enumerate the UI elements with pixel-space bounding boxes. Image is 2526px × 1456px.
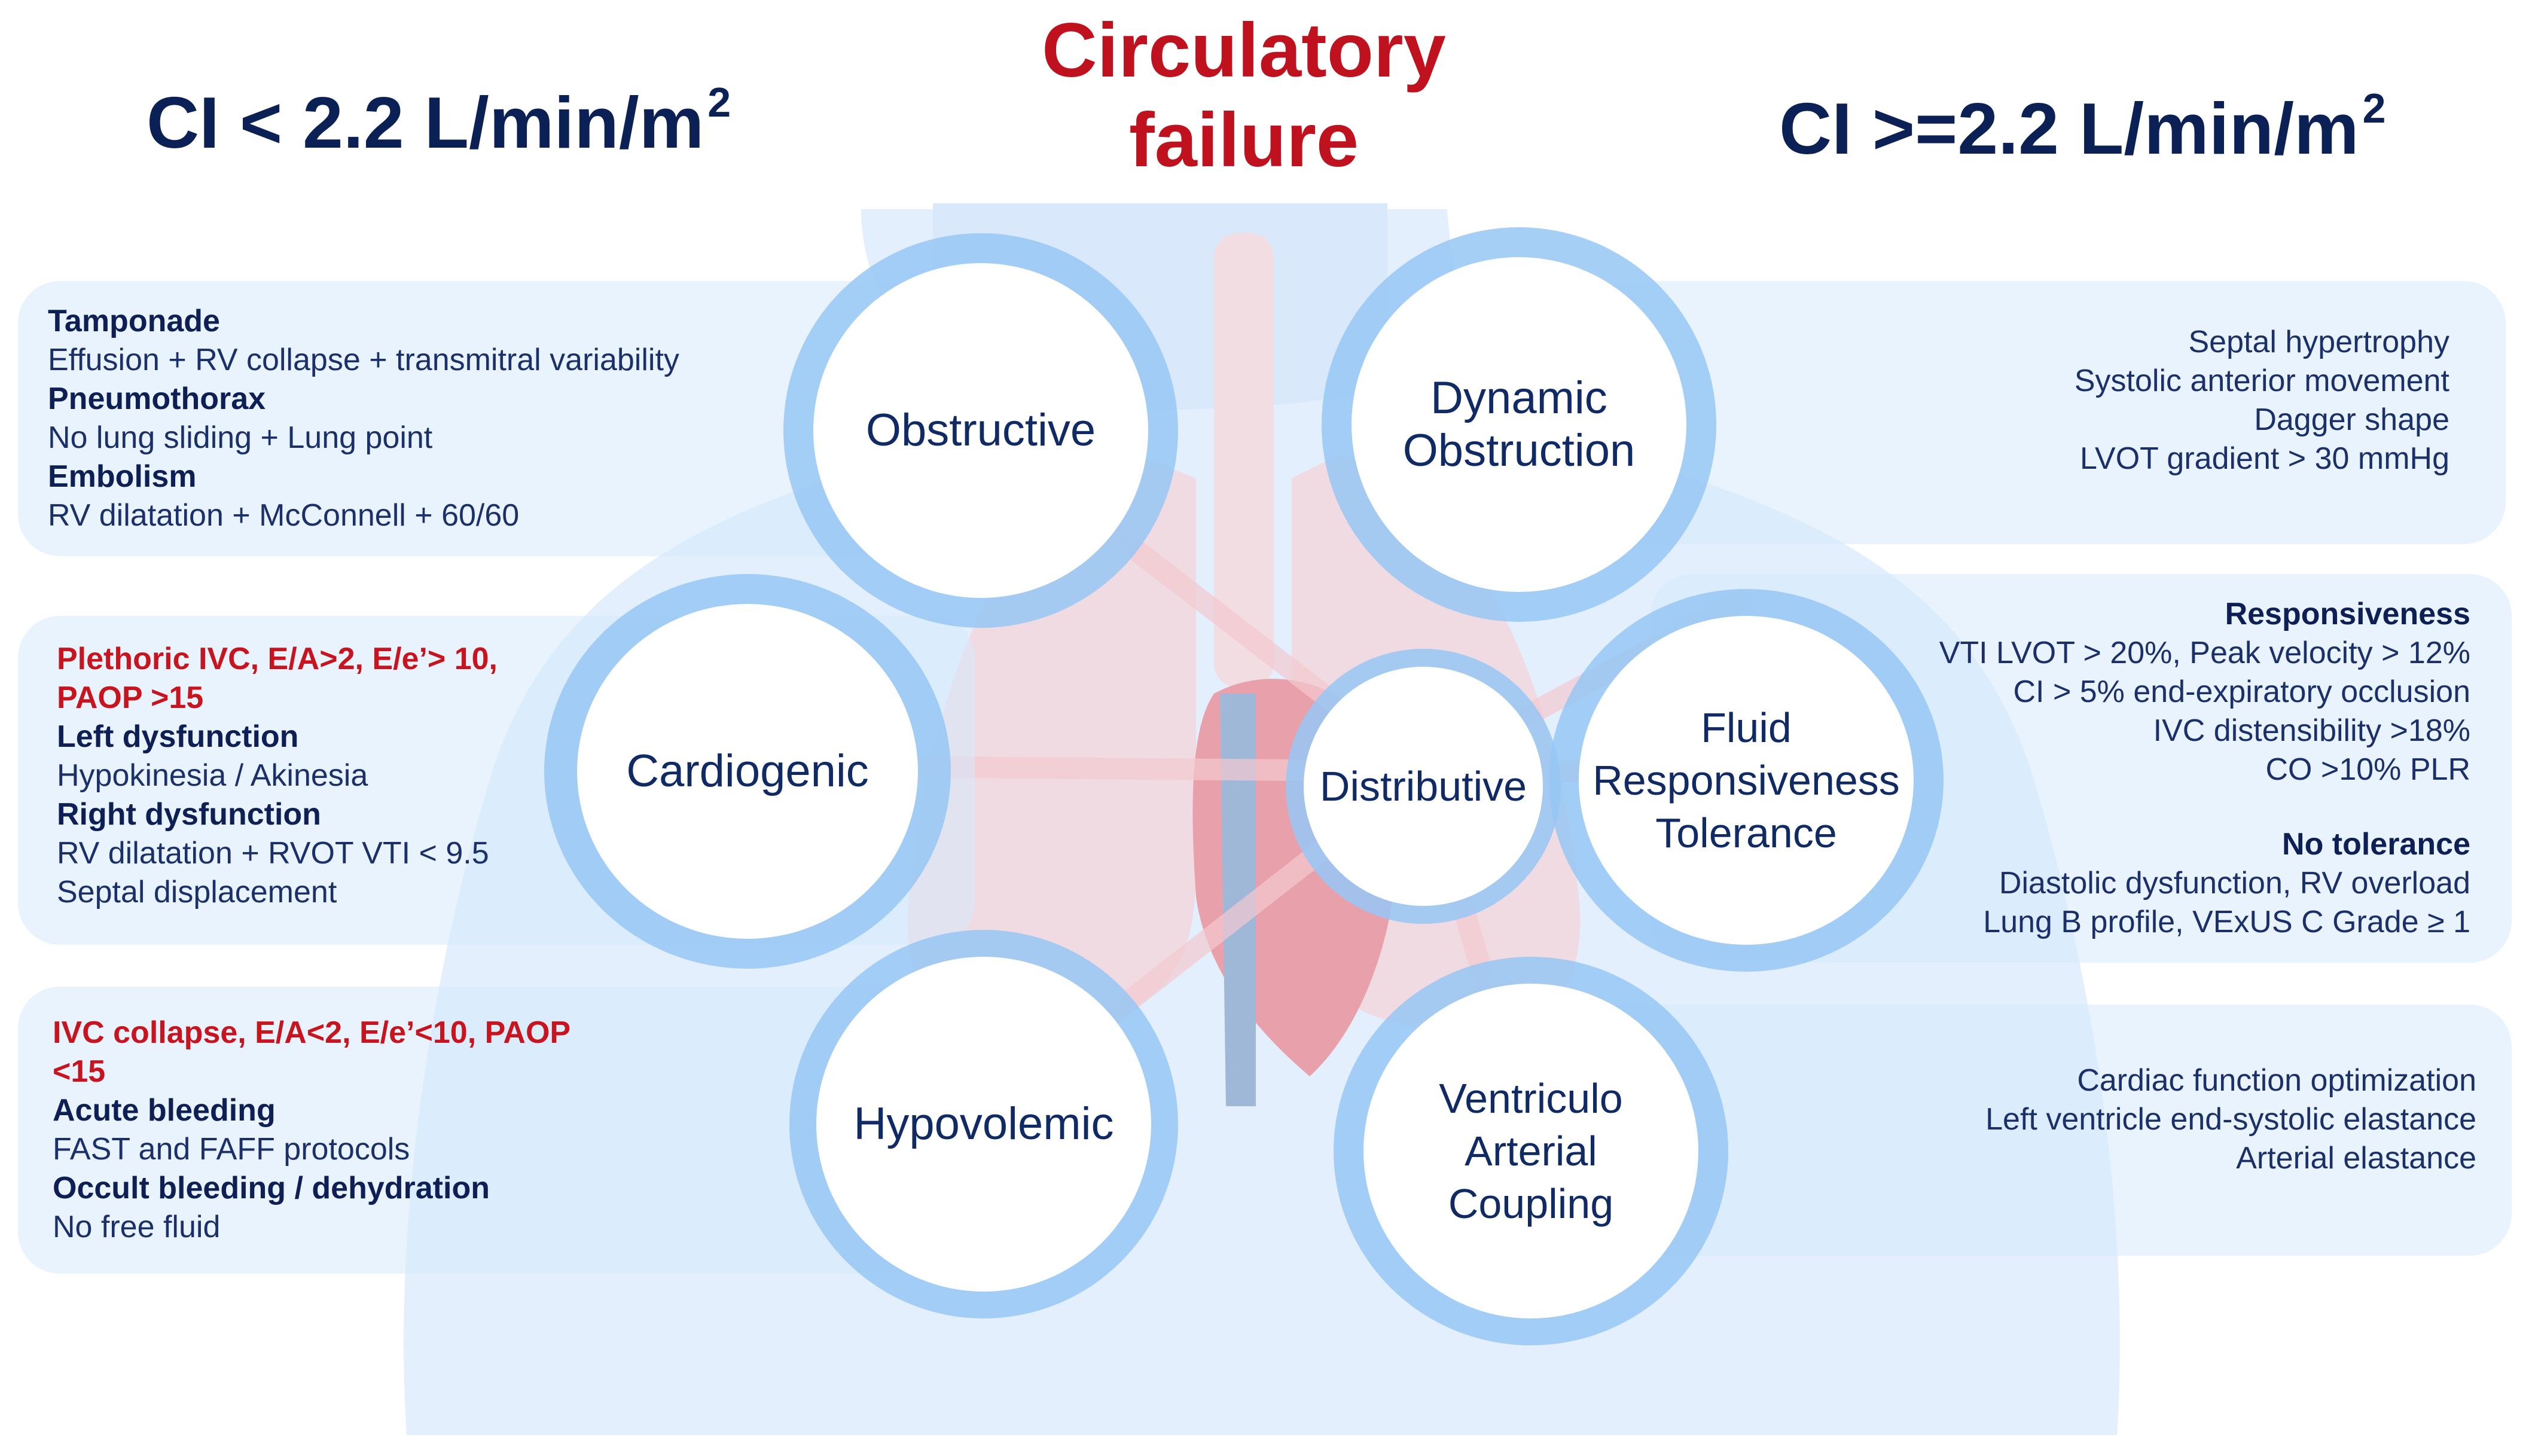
left-ci-superscript: 2 — [707, 79, 731, 126]
circle-label-line: Tolerance — [1655, 810, 1837, 856]
right-ci-superscript: 2 — [2362, 85, 2386, 132]
detail-line: Systolic anterior movement — [2074, 364, 2449, 398]
detail-line: Right dysfunction — [57, 797, 321, 832]
circle-hypovolemic: Hypovolemic — [789, 930, 1178, 1318]
detail-line: CI > 5% end-expiratory occlusion — [2013, 674, 2471, 709]
circle-label-line: Obstruction — [1402, 425, 1636, 476]
detail-line: Septal hypertrophy — [2188, 325, 2450, 359]
detail-line — [1939, 789, 2470, 825]
detail-line: Cardiac function optimization — [2077, 1063, 2476, 1098]
detail-line: Left dysfunction — [57, 719, 299, 754]
circle-obstructive: Obstructive — [783, 233, 1178, 628]
cardiogenic-details: Plethoric IVC, E/A>2, E/e’> 10, PAOP >15… — [57, 640, 571, 912]
detail-line: IVC collapse, E/A<2, E/e’<10, PAOP <15 — [53, 1015, 571, 1089]
right-ci-text: CI >=2.2 L/min/m — [1779, 88, 2359, 169]
left-lung — [907, 454, 1196, 1035]
detail-line: Left ventricle end-systolic elastance — [1985, 1102, 2476, 1137]
detail-line: Pneumothorax — [48, 381, 266, 416]
detail-line: Arterial elastance — [2236, 1141, 2476, 1176]
circle-cardiogenic-label: Cardiogenic — [577, 604, 918, 939]
circle-cardiogenic: Cardiogenic — [544, 574, 951, 969]
detail-line: CO >10% PLR — [2265, 752, 2471, 787]
detail-line: Septal displacement — [57, 875, 337, 909]
circle-hypovolemic-label: Hypovolemic — [816, 957, 1151, 1292]
right-ci-header: CI >=2.2 L/min/m2 — [1779, 84, 2386, 184]
detail-line: FAST and FAFF protocols — [53, 1132, 410, 1167]
circle-label-line: Arterial — [1465, 1128, 1597, 1174]
main-title-line-2: failure — [1128, 97, 1359, 183]
detail-line: Dagger shape — [2254, 402, 2449, 437]
detail-line: Occult bleeding / dehydration — [53, 1171, 490, 1205]
detail-line: RV dilatation + McConnell + 60/60 — [48, 498, 520, 533]
circle-label-line: Fluid — [1701, 704, 1792, 751]
detail-line: VTI LVOT > 20%, Peak velocity > 12% — [1939, 636, 2470, 670]
detail-line: LVOT gradient > 30 mmHg — [2079, 441, 2449, 476]
circle-label-line: Hypovolemic — [853, 1098, 1114, 1149]
trachea — [1214, 233, 1274, 688]
detail-line: No lung sliding + Lung point — [48, 420, 433, 455]
circle-label-line: Dynamic — [1430, 373, 1607, 423]
circle-label-line: Distributive — [1319, 763, 1527, 810]
main-title-line-1: Circulatory — [1042, 8, 1446, 93]
circle-label-line: Ventriculo — [1439, 1075, 1623, 1122]
detail-line: Responsiveness — [2225, 597, 2470, 631]
circle-distributive-label: Distributive — [1304, 667, 1543, 906]
detail-line: No tolerance — [2282, 827, 2470, 862]
circle-obstructive-label: Obstructive — [813, 263, 1148, 598]
detail-line: Acute bleeding — [53, 1093, 276, 1128]
circle-label-line: Responsiveness — [1593, 757, 1900, 804]
detail-line: No free fluid — [53, 1210, 221, 1244]
left-ci-text: CI < 2.2 L/min/m — [147, 82, 704, 163]
detail-line: Tamponade — [48, 304, 220, 338]
detail-line: Plethoric IVC, E/A>2, E/e’> 10, PAOP >15 — [57, 642, 498, 715]
circle-distributive: Distributive — [1286, 649, 1561, 924]
detail-line: Hypokinesia / Akinesia — [57, 758, 368, 793]
circle-label-line: Coupling — [1448, 1180, 1614, 1227]
detail-line: Diastolic dysfunction, RV overload — [1999, 866, 2470, 901]
detail-line: RV dilatation + RVOT VTI < 9.5 — [57, 836, 489, 871]
circle-label-line: Cardiogenic — [626, 746, 869, 796]
left-ci-header: CI < 2.2 L/min/m2 — [147, 78, 731, 178]
detail-line: Lung B profile, VExUS C Grade ≥ 1 — [1983, 905, 2470, 939]
detail-line: Effusion + RV collapse + transmitral var… — [48, 343, 679, 377]
detail-line: IVC distensibility >18% — [2153, 713, 2470, 748]
vena-cava — [1220, 694, 1256, 1106]
circle-label-line: Obstructive — [865, 405, 1096, 456]
detail-line: Embolism — [48, 459, 197, 494]
